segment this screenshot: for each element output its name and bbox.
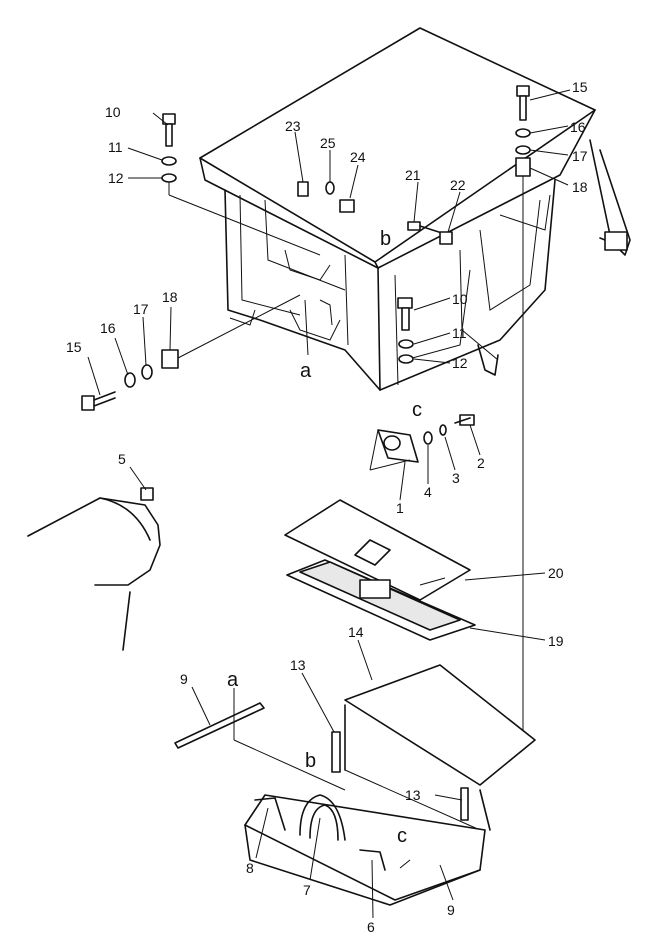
base-frame xyxy=(244,794,486,906)
callout-b: b xyxy=(380,228,391,250)
floor-mat-upper xyxy=(284,499,471,601)
floor-frame xyxy=(344,664,536,831)
latch-assembly xyxy=(369,414,475,471)
hardware-left-side xyxy=(81,294,301,411)
callout-17: 17 xyxy=(133,301,149,317)
floor-plate-lower xyxy=(286,559,476,641)
pins xyxy=(331,731,469,821)
hardware-center xyxy=(297,181,453,245)
hardware-mid-right xyxy=(397,297,414,364)
leader-lines xyxy=(87,89,571,919)
seat-cushion xyxy=(27,487,161,651)
callout-10: 10 xyxy=(105,104,121,120)
callout-3: 3 xyxy=(452,470,460,486)
callout-18: 18 xyxy=(572,179,588,195)
hardware-top-left xyxy=(161,113,321,256)
callout-21: 21 xyxy=(405,167,421,183)
callout-12: 12 xyxy=(108,170,124,186)
callout-a: a xyxy=(300,360,312,382)
callout-11: 11 xyxy=(452,325,467,341)
callout-5: 5 xyxy=(118,451,126,467)
callout-15: 15 xyxy=(66,339,82,355)
callout-11: 11 xyxy=(108,139,123,155)
callout-4: 4 xyxy=(424,484,432,500)
callout-2: 2 xyxy=(477,455,485,471)
callout-b: b xyxy=(305,750,316,772)
callout-14: 14 xyxy=(348,624,364,640)
callout-20: 20 xyxy=(548,565,564,581)
callout-7: 7 xyxy=(303,882,311,898)
callout-13: 13 xyxy=(405,787,421,803)
callout-16: 16 xyxy=(100,320,116,336)
callout-a: a xyxy=(227,669,239,691)
callout-10: 10 xyxy=(452,291,468,307)
callout-16: 16 xyxy=(570,119,586,135)
callout-23: 23 xyxy=(285,118,301,134)
callout-labels: 10 11 12 23 25 24 21 22 15 16 17 18 b 10… xyxy=(66,79,588,935)
callout-6: 6 xyxy=(367,919,375,935)
callout-c: c xyxy=(397,825,407,847)
callout-19: 19 xyxy=(548,633,564,649)
support-bar xyxy=(174,702,265,749)
callout-15: 15 xyxy=(572,79,588,95)
cab-assembly xyxy=(199,27,631,391)
callout-1: 1 xyxy=(396,500,404,516)
callout-17: 17 xyxy=(572,148,588,164)
callout-9: 9 xyxy=(447,902,455,918)
callout-8: 8 xyxy=(246,860,254,876)
callout-9: 9 xyxy=(180,671,188,687)
callout-24: 24 xyxy=(350,149,366,165)
callout-22: 22 xyxy=(450,177,466,193)
callout-18: 18 xyxy=(162,289,178,305)
callout-12: 12 xyxy=(452,355,468,371)
callout-c: c xyxy=(412,399,422,421)
callout-13: 13 xyxy=(290,657,306,673)
callout-25: 25 xyxy=(320,135,336,151)
hardware-top-right xyxy=(515,85,531,730)
